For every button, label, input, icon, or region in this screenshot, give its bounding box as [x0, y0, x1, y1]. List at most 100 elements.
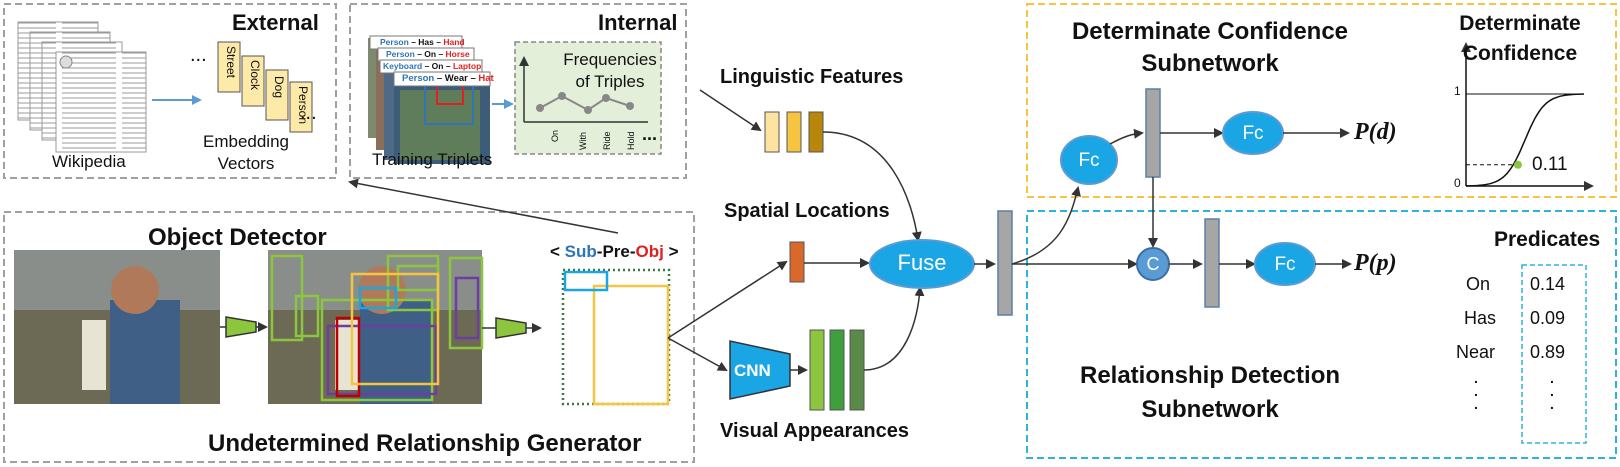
- freq-point-2: [558, 92, 566, 100]
- wikipedia-label: Wikipedia: [52, 152, 126, 171]
- object-detector-title: Object Detector: [148, 224, 327, 251]
- concat-label: C: [1146, 254, 1160, 274]
- spatial-feature-bar: [789, 241, 805, 283]
- predicate-name-near: Near: [1456, 342, 1496, 362]
- layout-to-cnn-line: [667, 337, 728, 371]
- generator-title: Undetermined Relationship Generator: [208, 430, 642, 457]
- embedding-label-2: Vectors: [217, 154, 275, 173]
- triple-3: Keyboard – On – Laptop: [383, 61, 482, 71]
- frequency-label-1: Frequencies: [563, 50, 657, 69]
- layout-to-spatial-line: [667, 260, 788, 339]
- linguistic-feature-bars: [764, 111, 824, 153]
- predicate-name-has: Has: [1464, 308, 1497, 328]
- freq-ellipsis: ...: [642, 124, 658, 144]
- triple-4: Person – Wear – Hat: [402, 73, 494, 84]
- object-box: [592, 284, 670, 406]
- sub-pre-obj-label: < Sub-Pre-Obj >: [550, 242, 679, 261]
- freq-point-1: [536, 104, 544, 112]
- frequency-label-2: of Triples: [575, 72, 645, 91]
- embedding-card-person: [289, 81, 313, 133]
- freq-point-3: [584, 106, 592, 114]
- predicate-dots-values: ...: [1550, 370, 1554, 412]
- conf-point: [1513, 160, 1522, 169]
- predicates-title: Predicates: [1494, 228, 1601, 251]
- conf-y-bottom: 0: [1454, 176, 1461, 190]
- pd-label: P(d): [1354, 119, 1397, 145]
- detector-trapezoid: [225, 316, 257, 338]
- triplets-to-linguistic-line: [699, 89, 762, 132]
- pp-label: P(p): [1354, 250, 1397, 276]
- training-images: [368, 35, 491, 164]
- freq-tick-hold: Hold: [626, 131, 636, 150]
- conf-fc1-to-bar: [1109, 128, 1144, 145]
- spatial-label: Spatial Locations: [724, 200, 890, 222]
- conf-plot-title-2: Confidence: [1462, 42, 1578, 65]
- conf-feature-bar: [1145, 88, 1161, 178]
- conf-y-top: 1: [1454, 84, 1461, 98]
- external-region: [3, 3, 337, 179]
- external-title: External: [232, 10, 319, 35]
- frequency-panel: [514, 41, 662, 155]
- ext-ellipsis-2: ...: [300, 102, 317, 124]
- predicate-value-near: 0.89: [1530, 342, 1566, 362]
- relationship-title-2: Subnetwork: [1141, 396, 1279, 423]
- detection-boxes: [270, 254, 484, 402]
- visual-feature-bars: [809, 329, 865, 411]
- confidence-title-2: Subnetwork: [1141, 50, 1279, 77]
- conf-fc-label-1: Fc: [1078, 150, 1100, 171]
- confidence-title-1: Determinate Confidence: [1071, 18, 1349, 45]
- subject-box: [563, 270, 609, 292]
- internal-title: Internal: [598, 10, 678, 35]
- triple-2: Person – On – Horse: [386, 49, 470, 59]
- visual-label: Visual Appearances: [720, 420, 909, 442]
- embedding-card-dog: [265, 69, 289, 121]
- freq-tick-on: On: [550, 129, 560, 142]
- frequency-plot: [519, 56, 648, 123]
- confidence-curve: [1465, 93, 1585, 187]
- linguistic-label: Linguistic Features: [720, 66, 904, 88]
- cnn-trapezoid: [729, 340, 791, 400]
- training-triplets-label: Training Triplets: [372, 150, 493, 169]
- word-clock: Clock: [248, 60, 262, 91]
- predicate-values-box: [1521, 264, 1587, 444]
- fused-feature-bar: [997, 210, 1013, 316]
- predicate-value-on: 0.14: [1530, 274, 1566, 294]
- embedding-card-clock: [241, 55, 265, 107]
- rel-feature-bar: [1204, 218, 1220, 308]
- generator-to-knowledge-arrow: [348, 178, 619, 234]
- internal-region: [349, 3, 687, 179]
- freq-point-5: [626, 102, 634, 110]
- bar-to-conf-fc: [1011, 186, 1081, 265]
- predicate-name-on: On: [1466, 274, 1491, 294]
- generator-region: [3, 211, 695, 463]
- visual-to-fuse: [863, 286, 925, 371]
- rel-fc-label: Fc: [1274, 254, 1296, 275]
- freq-tick-ride: Ride: [602, 131, 612, 150]
- generator-trapezoid: [495, 317, 527, 339]
- embedding-cards: [217, 41, 313, 133]
- cnn-label: CNN: [734, 361, 771, 380]
- freq-point-4: [602, 94, 610, 102]
- conf-value: 0.11: [1532, 154, 1568, 175]
- conf-fc-label-2: Fc: [1242, 123, 1264, 144]
- fuse-label: Fuse: [897, 250, 947, 275]
- word-dog: Dog: [272, 76, 286, 99]
- word-street: Street: [224, 46, 238, 79]
- conf-plot-title-1: Determinate: [1459, 12, 1581, 35]
- freq-tick-with: With: [578, 132, 588, 150]
- triple-1: Person – Has – Hand: [380, 37, 465, 47]
- embedding-label-1: Embedding: [202, 132, 289, 151]
- predicate-value-has: 0.09: [1530, 308, 1566, 328]
- confidence-region: [1026, 3, 1617, 198]
- confidence-plot: [1461, 42, 1594, 191]
- linguistic-to-fuse: [822, 131, 922, 242]
- word-person: Person: [296, 86, 310, 125]
- ext-ellipsis-1: ...: [190, 44, 207, 66]
- input-image: [14, 250, 220, 404]
- wikipedia-pages: [17, 21, 147, 153]
- predicate-dots-names: ...: [1474, 370, 1478, 412]
- embedding-card-street: [217, 41, 241, 93]
- relationship-title-1: Relationship Detection: [1079, 362, 1341, 389]
